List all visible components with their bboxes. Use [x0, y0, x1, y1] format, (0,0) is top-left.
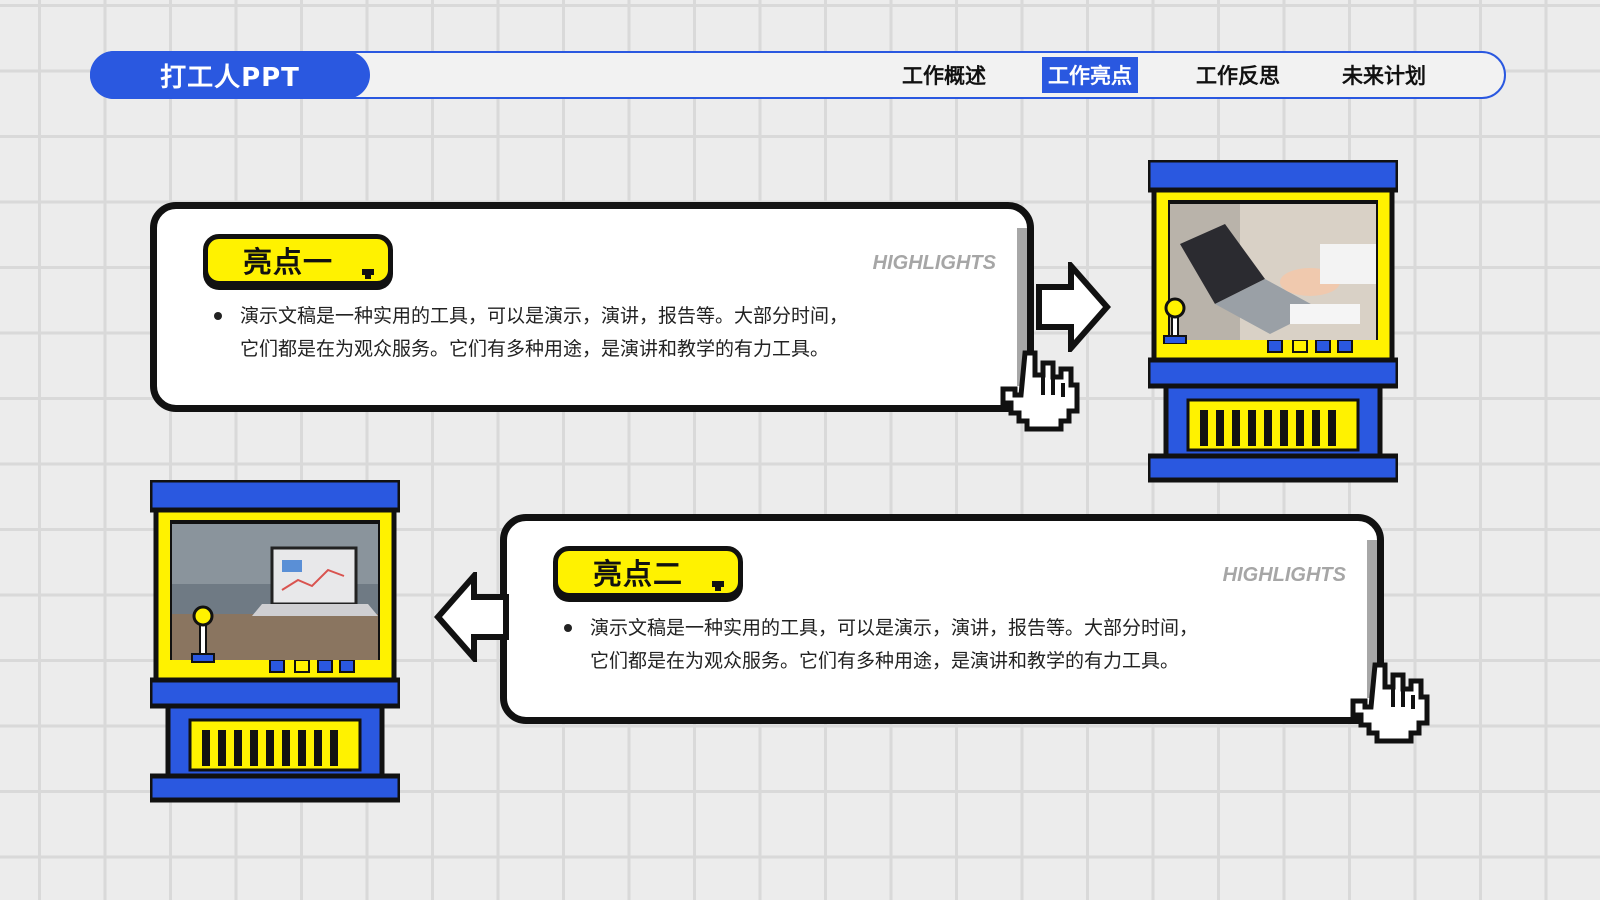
highlight-2-title-badge: 亮点二 — [553, 546, 743, 598]
top-nav: 打工人PPT 工作概述 工作亮点 工作反思 未来计划 — [90, 51, 1506, 99]
card-shade — [1367, 540, 1377, 698]
badge-corner-icon — [362, 269, 374, 279]
brand-title[interactable]: 打工人PPT — [90, 51, 370, 99]
arrow-left-icon — [434, 572, 509, 662]
screen-photo-laptop — [1170, 204, 1376, 340]
nav-item-future-plan[interactable]: 未来计划 — [1342, 64, 1426, 88]
bullet-icon — [564, 624, 572, 632]
joystick-icon — [1163, 297, 1187, 344]
arrow-right-icon — [1036, 262, 1111, 352]
highlight-card-2: 亮点二 HIGHLIGHTS 演示文稿是一种实用的工具，可以是演示，演讲，报告等… — [500, 514, 1384, 724]
hand-cursor-icon — [1350, 662, 1430, 744]
nav-item-highlights[interactable]: 工作亮点 — [1042, 57, 1138, 93]
arcade-machine-1 — [1148, 160, 1398, 485]
highlight-2-line-1: 演示文稿是一种实用的工具，可以是演示，演讲，报告等。大部分时间， — [590, 617, 1199, 639]
card-frame — [500, 514, 1384, 724]
highlight-1-line-1: 演示文稿是一种实用的工具，可以是演示，演讲，报告等。大部分时间， — [240, 305, 849, 327]
highlight-1-tag: HIGHLIGHTS — [872, 252, 996, 274]
highlight-1-text: 演示文稿是一种实用的工具，可以是演示，演讲，报告等。大部分时间， 它们都是在为观… — [214, 300, 1000, 366]
highlight-1-title-badge: 亮点一 — [203, 234, 393, 286]
laptop-image — [1170, 204, 1376, 340]
hand-cursor-icon — [1000, 350, 1080, 432]
nav-item-reflection[interactable]: 工作反思 — [1196, 64, 1280, 88]
highlight-card-1: 亮点一 HIGHLIGHTS 演示文稿是一种实用的工具，可以是演示，演讲，报告等… — [150, 202, 1034, 412]
card-shade — [1017, 228, 1027, 386]
bullet-icon — [214, 312, 222, 320]
nav-item-overview[interactable]: 工作概述 — [902, 64, 986, 88]
arcade-machine-2 — [150, 480, 400, 805]
highlight-2-title: 亮点二 — [592, 557, 683, 591]
joystick-icon — [191, 605, 215, 663]
highlight-2-text: 演示文稿是一种实用的工具，可以是演示，演讲，报告等。大部分时间， 它们都是在为观… — [564, 612, 1350, 678]
highlight-2-line-2: 它们都是在为观众服务。它们有多种用途，是演讲和教学的有力工具。 — [590, 650, 1180, 672]
highlight-1-line-2: 它们都是在为观众服务。它们有多种用途，是演讲和教学的有力工具。 — [240, 338, 830, 360]
highlight-1-title: 亮点一 — [242, 245, 333, 279]
highlight-2-tag: HIGHLIGHTS — [1222, 564, 1346, 586]
badge-corner-icon — [712, 581, 724, 591]
